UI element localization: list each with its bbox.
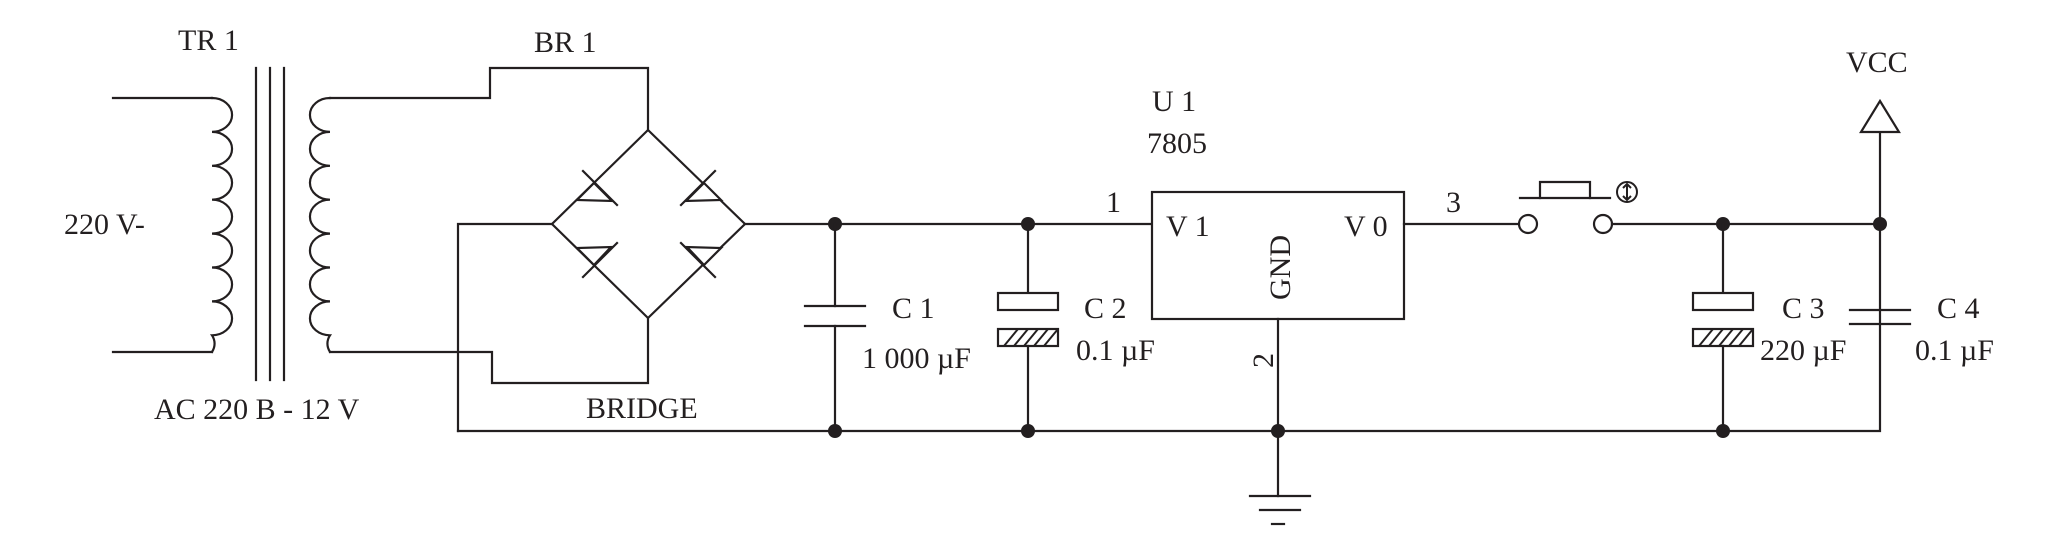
gnd-label: GND [1264,235,1297,300]
diode-d2-icon [679,169,724,207]
pin2-label: 2 [1247,353,1280,368]
capacitor-c1 [803,222,867,433]
diode-d3-icon [574,241,619,279]
diode-d1-icon [574,169,619,207]
primary-winding [209,96,234,354]
vout-label: V 0 [1344,210,1388,243]
c1-label: C 1 [892,292,935,325]
c2-label: C 2 [1084,292,1127,325]
capacitor-c2 [996,222,1060,433]
secondary-winding [308,96,333,354]
capacitor-c4 [1848,308,1912,326]
ground-icon [1248,494,1312,526]
c4-value: 0.1 µF [1915,334,1994,367]
u1-part-label: 7805 [1147,127,1207,160]
capacitor-c3 [1691,222,1755,433]
transformer-rating-label: AC 220 B - 12 V [154,393,360,426]
c3-label: C 3 [1782,292,1825,325]
c1-value: 1 000 µF [862,342,971,375]
input-voltage-label: 220 V- [64,208,145,241]
transformer [111,66,650,385]
vcc-label: VCC [1846,46,1908,79]
diode-d4-icon [679,241,724,279]
c3-value: 220 µF [1760,334,1846,367]
bridge-diamond [550,128,747,320]
c2-value: 0.1 µF [1076,334,1155,367]
br1-label: BR 1 [534,26,597,59]
vcc-arrow-icon [1859,98,1901,226]
ground-rail [456,222,1882,433]
secondary-top-lead [328,66,650,132]
c4-label: C 4 [1937,292,1980,325]
secondary-bottom-lead [328,316,650,385]
bridge-label: BRIDGE [586,392,698,425]
tr1-label: TR 1 [178,24,239,57]
vin-label: V 1 [1166,210,1210,243]
bridge-rectifier [456,128,747,433]
bridge-negative-wire [456,222,554,433]
push-button-switch-icon [1517,180,1638,235]
pin1-label: 1 [1106,186,1121,219]
u1-label: U 1 [1152,85,1196,118]
regulator-u1 [1150,190,1406,498]
pin3-label: 3 [1446,186,1461,219]
